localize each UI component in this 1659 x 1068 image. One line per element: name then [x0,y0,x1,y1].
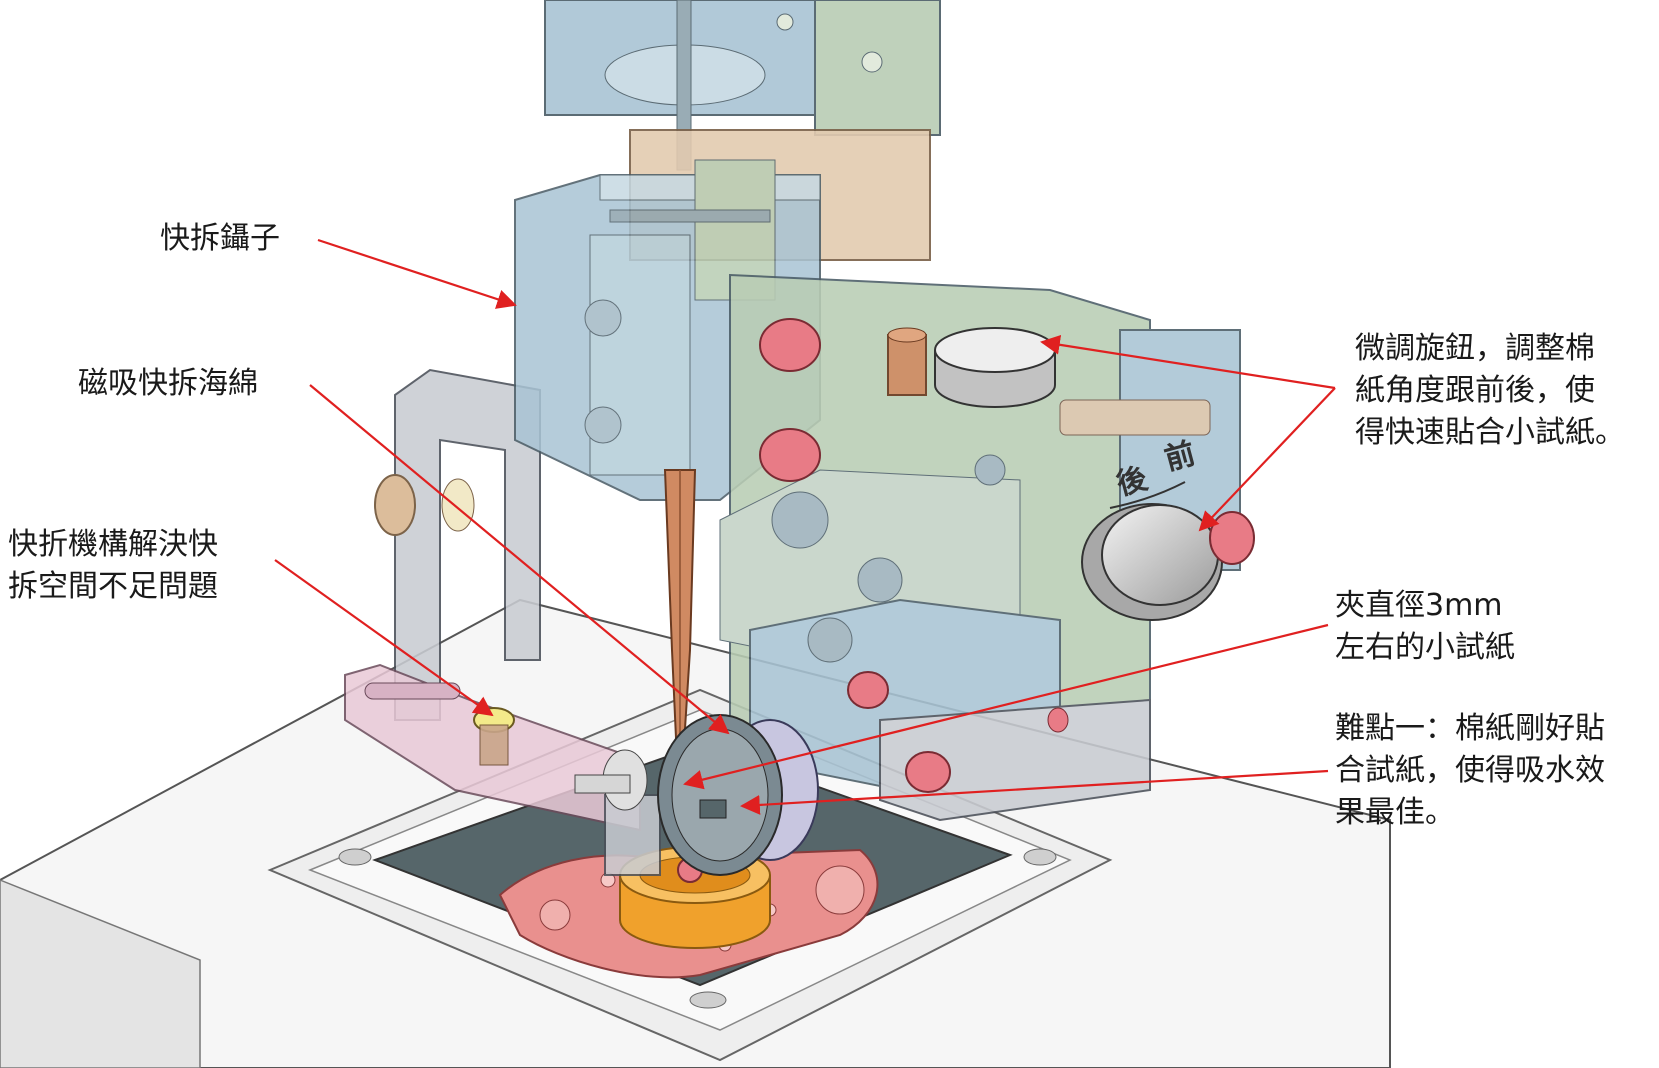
arrow-tweezers [317,238,517,309]
callout-tweezers: 快拆鑷子 [160,218,280,260]
arrow-knob-side [1198,387,1336,532]
callout-tweezers-line: 快拆鑷子 [160,221,280,256]
annotation-arrows [274,238,1336,815]
callout-paper: 夾直徑3mm 左右的小試紙 [1335,585,1515,669]
callout-difficulty-line: 合試紙，使得吸水效 [1335,753,1605,788]
left-frame [374,368,541,721]
top-housing [544,0,941,171]
callout-mechanism-line: 拆空間不足問題 [8,569,218,604]
arrow-knob-top [1040,334,1336,390]
callout-difficulty-line: 難點一：棉紙剛好貼 [1335,711,1605,746]
arrow-paper [683,623,1329,790]
callout-knob-line: 微調旋鈕，調整棉 [1355,331,1595,366]
arrow-mechanism [274,559,494,717]
callout-knob-line: 得快速貼合小試紙。 [1355,415,1625,450]
copper-cylinder [887,327,927,396]
callout-knob-line: 紙角度跟前後，使 [1355,373,1595,408]
top-adjust-knob [934,327,1056,408]
callout-sponge: 磁吸快拆海綿 [78,363,258,405]
arrow-sponge [309,384,730,735]
callout-knob: 微調旋鈕，調整棉 紙角度跟前後，使 得快速貼合小試紙。 [1355,328,1625,454]
callout-paper-line: 夾直徑3mm [1335,588,1503,623]
sponge-holder [574,714,819,876]
callout-sponge-line: 磁吸快拆海綿 [78,366,258,401]
callout-difficulty: 難點一：棉紙剛好貼 合試紙，使得吸水效 果最佳。 [1335,708,1605,834]
callout-mechanism: 快折機構解決快 拆空間不足問題 [8,524,218,608]
pink-knobs [759,318,1255,793]
callout-mechanism-line: 快折機構解決快 [8,527,218,562]
callout-paper-line: 左右的小試紙 [1335,630,1515,665]
callout-difficulty-line: 果最佳。 [1335,795,1455,830]
arrow-difficulty [740,769,1329,815]
